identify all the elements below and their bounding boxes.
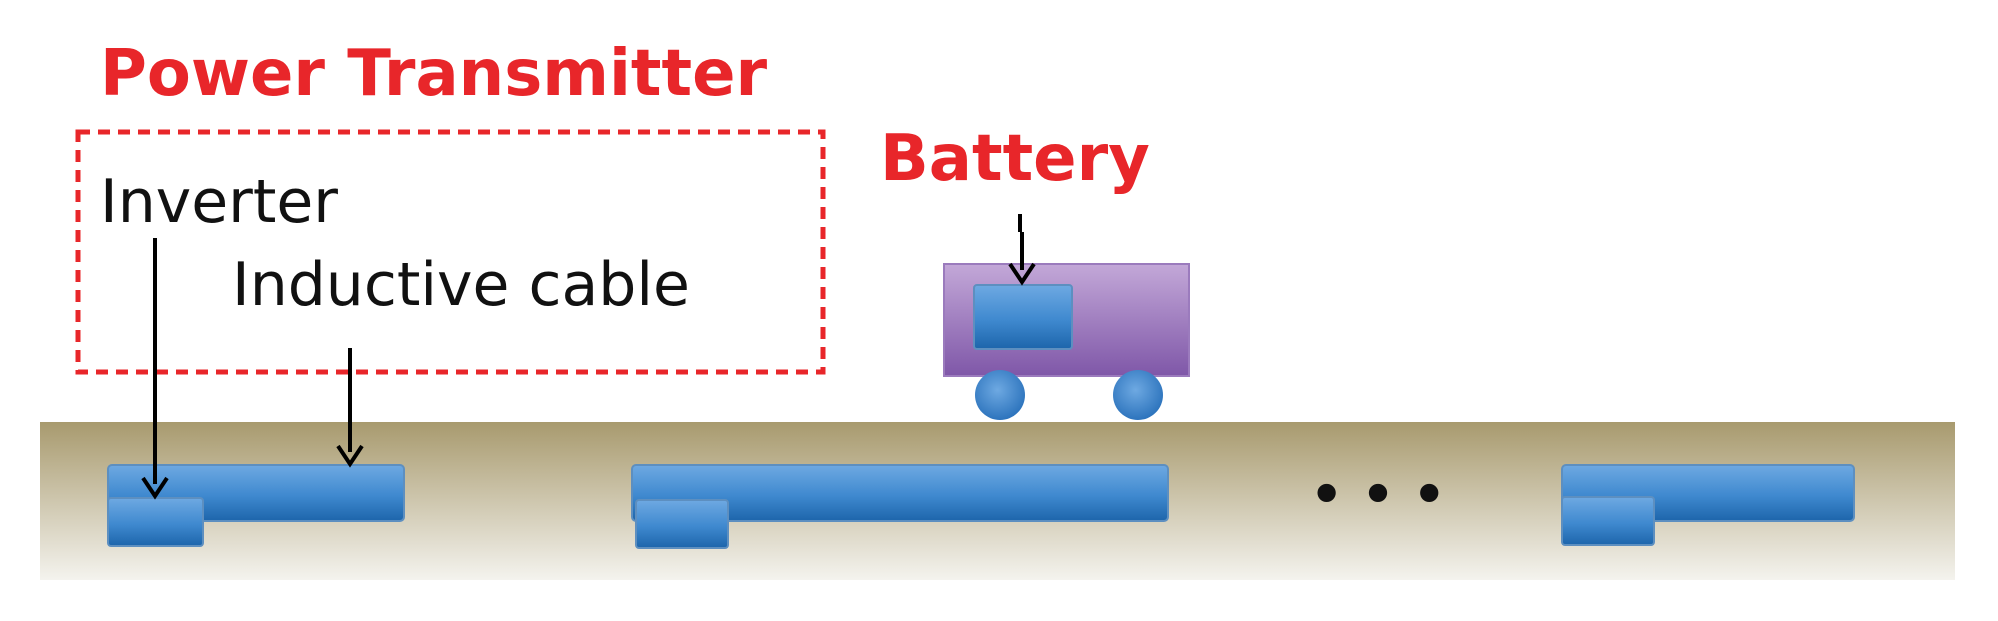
wheel-icon [975, 370, 1025, 420]
battery-icon [973, 284, 1073, 350]
ellipsis: • • • [1310, 465, 1446, 525]
railcar-icon [943, 263, 1190, 420]
inductive-cable [631, 464, 1169, 522]
track-segment-1 [107, 464, 405, 547]
track-segment-2 [631, 464, 1169, 549]
arrow-down-icon [1008, 214, 1036, 286]
inverter-label: Inverter [100, 167, 338, 237]
track-segment-3 [1561, 464, 1855, 546]
inverter [107, 497, 204, 547]
arrow-down-icon [141, 238, 169, 500]
power-transmitter-label: Power Transmitter [100, 37, 768, 111]
inductive-cable-label: Inductive cable [232, 250, 690, 320]
arrow-down-icon [336, 348, 364, 468]
power-transmitter-box [75, 129, 826, 375]
battery-label: Battery [880, 122, 1150, 196]
inverter [635, 499, 729, 549]
wheel-icon [1113, 370, 1163, 420]
inverter [1561, 496, 1655, 546]
